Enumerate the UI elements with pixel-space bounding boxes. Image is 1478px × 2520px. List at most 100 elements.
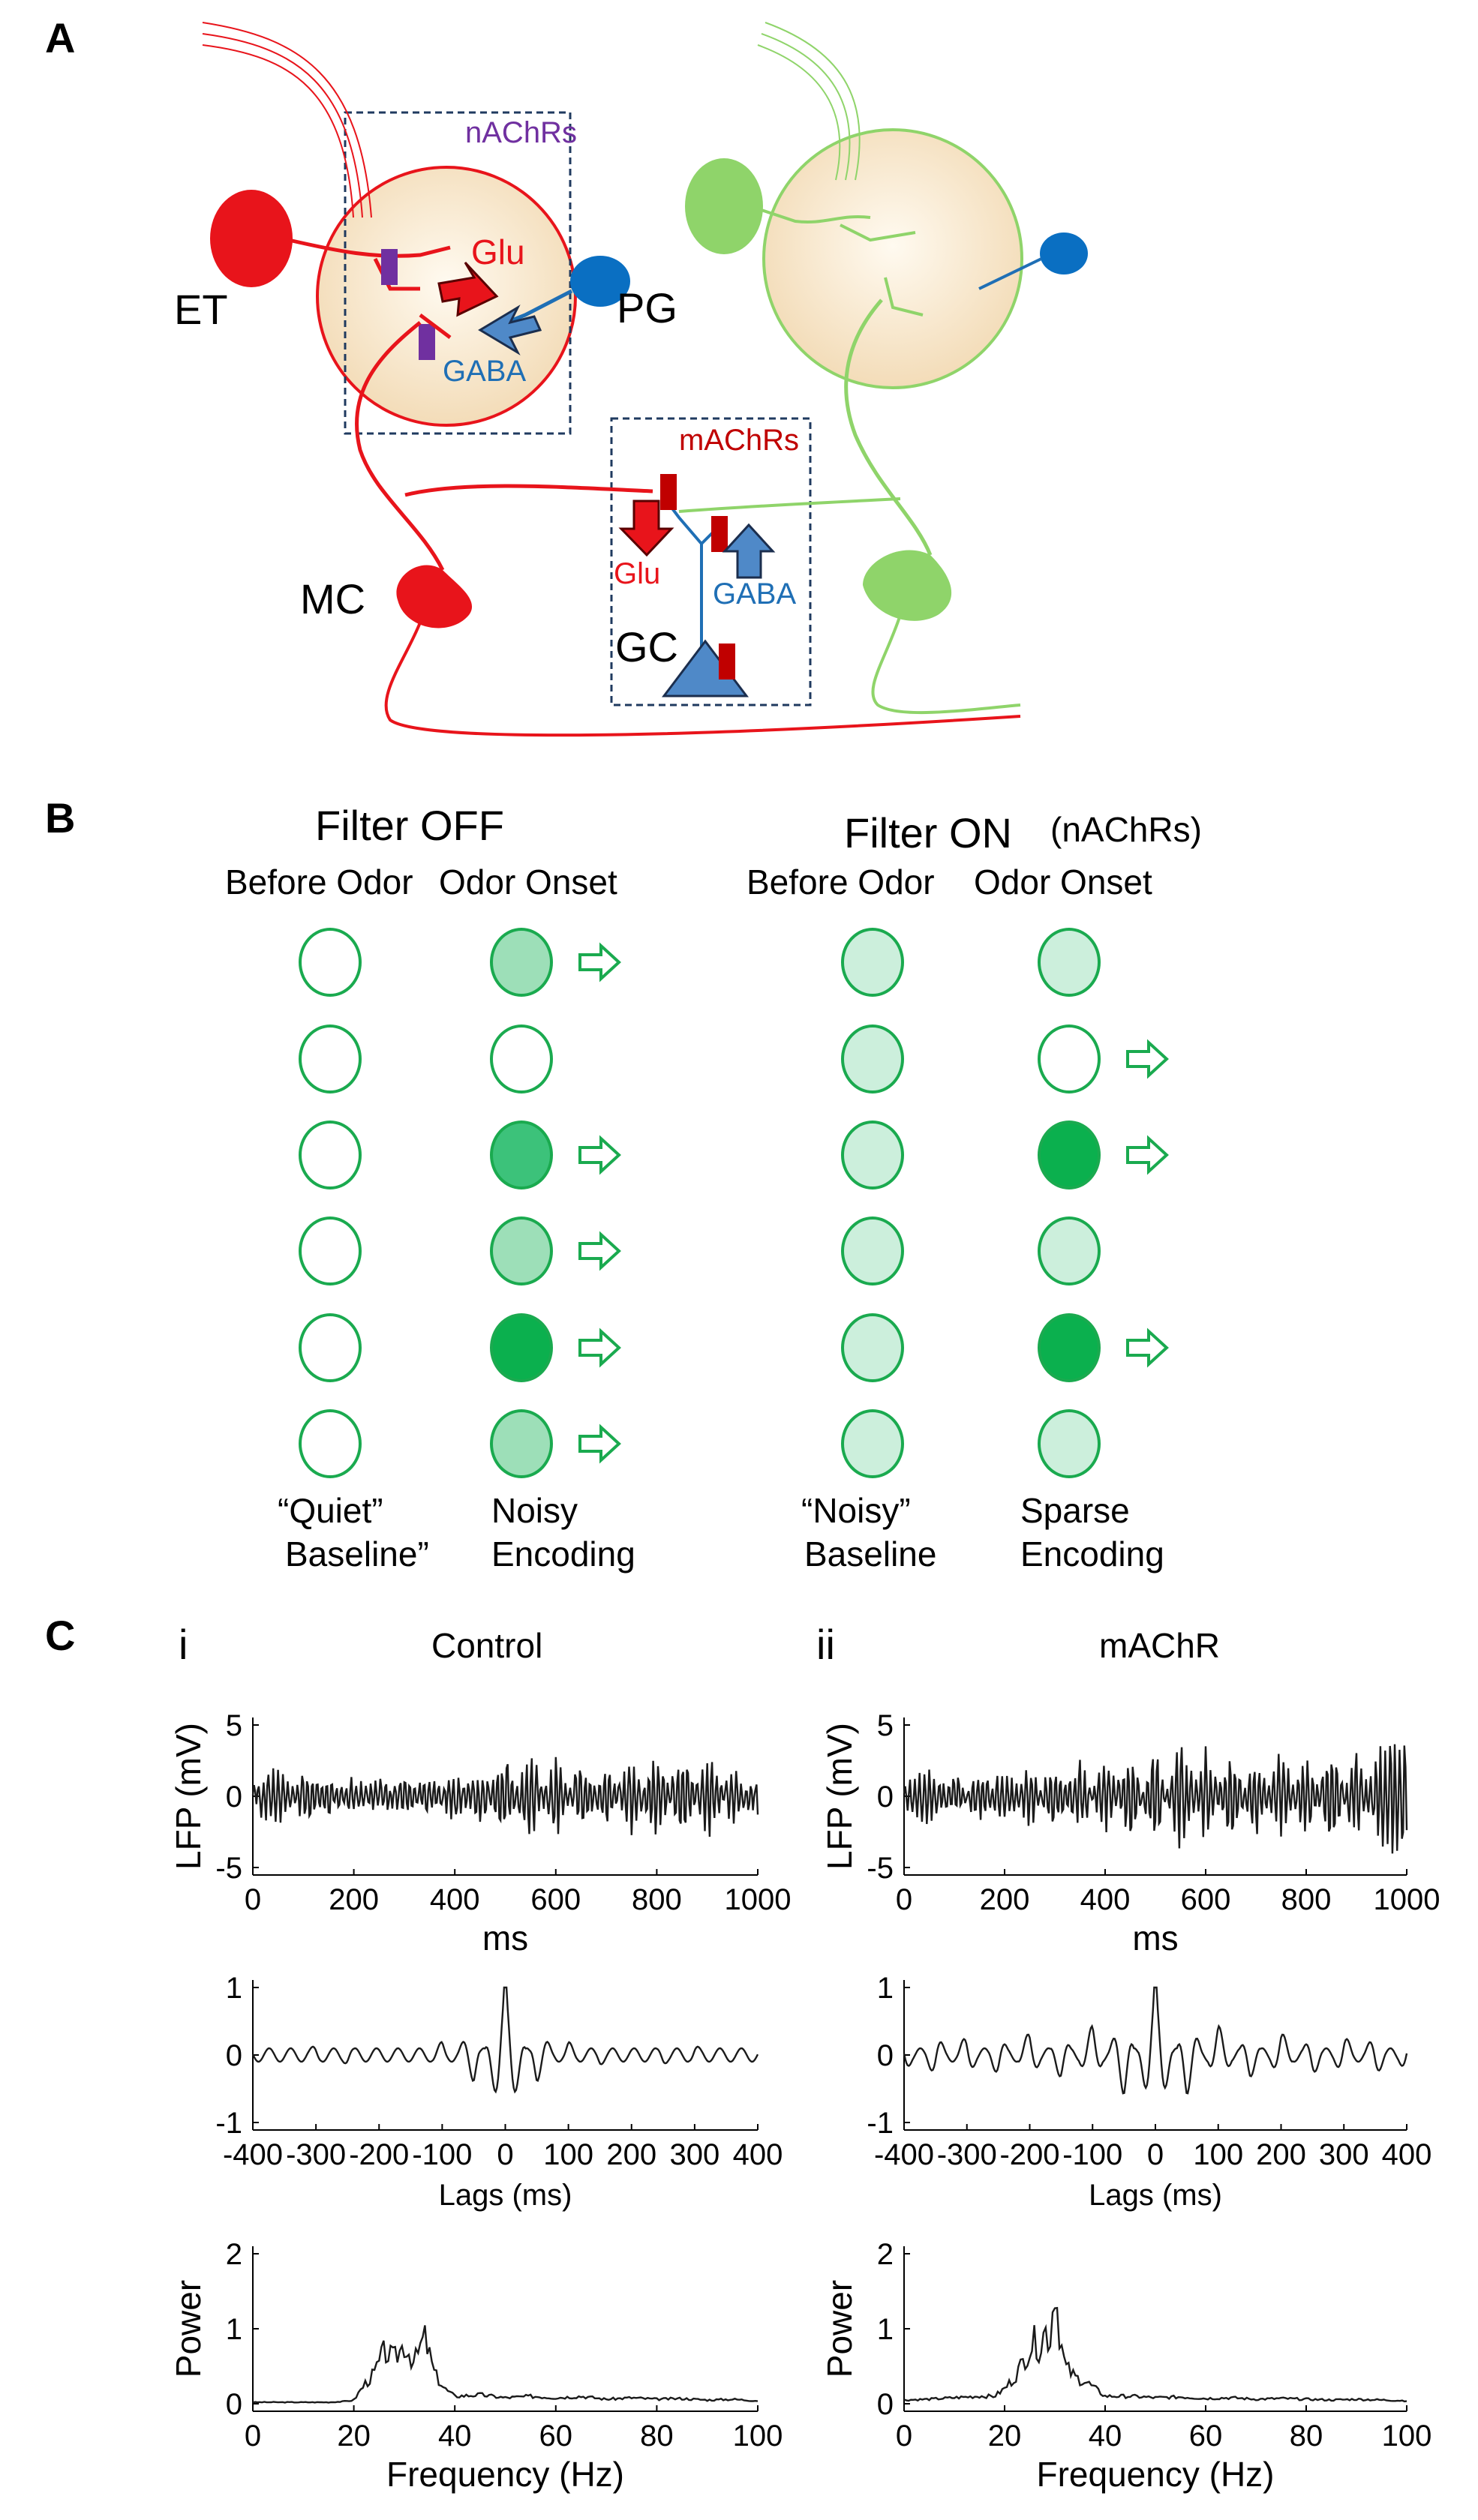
- series-line: [251, 1986, 759, 2094]
- sub-label-ii: ii: [816, 1621, 835, 1668]
- x-axis-label: Lags (ms): [439, 2179, 572, 2212]
- glu-arrow-top: [437, 261, 499, 317]
- mc-tuft: [419, 314, 452, 339]
- green-pg-cell: [1040, 232, 1088, 274]
- noisy-baseline-line2: Baseline: [804, 1534, 936, 1574]
- green-dendrite: [840, 224, 916, 242]
- pg-cell: [570, 256, 630, 307]
- x-tick-label: 40: [438, 2420, 472, 2452]
- nerve-fiber-left: [202, 22, 372, 218]
- green-mc-dendrite: [844, 298, 933, 556]
- y-tick-label: 1: [877, 1972, 894, 2005]
- quiet-baseline-line1: “Quiet”: [278, 1491, 383, 1530]
- neuron-circle: [841, 1216, 904, 1286]
- neuron-circle: [490, 1024, 553, 1094]
- x-tick-label: -100: [412, 2138, 472, 2171]
- mc-soma: [396, 565, 473, 628]
- machr-receptor: [711, 516, 728, 552]
- x-axis-label: Frequency (Hz): [1037, 2455, 1275, 2494]
- noisy-encoding-line2: Encoding: [491, 1534, 635, 1574]
- mc-label: MC: [300, 575, 365, 622]
- x-tick-label: 300: [1319, 2138, 1369, 2171]
- neuron-circle: [299, 1409, 362, 1478]
- neuron-circle: [299, 1216, 362, 1286]
- series-line: [903, 1744, 1408, 1854]
- x-tick-label: 400: [430, 1883, 480, 1916]
- sparse-encoding-line2: Encoding: [1020, 1534, 1164, 1574]
- before-odor-off: Before Odor: [225, 862, 413, 902]
- x-tick-label: 20: [988, 2420, 1022, 2452]
- output-arrow: [1126, 1039, 1169, 1079]
- neuron-circle: [490, 1313, 553, 1382]
- output-arrow: [578, 1231, 621, 1271]
- sub-label-i: i: [179, 1621, 188, 1668]
- x-tick-label: 0: [245, 2420, 261, 2452]
- neuron-circle: [299, 1313, 362, 1382]
- series-line: [251, 1756, 759, 1838]
- y-axis-label: LFP (mV): [820, 1723, 859, 1870]
- x-axis-label: Lags (ms): [1089, 2179, 1222, 2212]
- filter-off-title: Filter OFF: [315, 802, 504, 849]
- glomerulus-right: [762, 128, 1023, 389]
- sparse-encoding-line1: Sparse: [1020, 1491, 1130, 1530]
- y-tick-label: 0: [877, 1780, 894, 1814]
- panel-b-label: B: [45, 794, 75, 842]
- green-dendrite: [884, 277, 924, 316]
- series-line: [252, 2325, 759, 2404]
- odor-onset-off: Odor Onset: [439, 862, 617, 902]
- machr-receptor: [719, 644, 735, 680]
- neuron-circle: [299, 1024, 362, 1094]
- panel-a-label: A: [45, 14, 75, 62]
- x-tick-label: -300: [286, 2138, 346, 2171]
- mc-lateral-dendrite: [404, 484, 653, 497]
- x-axis-label: ms: [1132, 1918, 1178, 1958]
- x-tick-label: 600: [530, 1883, 581, 1916]
- mc-primary-dendrite: [355, 321, 445, 572]
- nerve-fiber-right: [757, 44, 841, 181]
- series-line: [903, 1986, 1408, 2095]
- y-tick-label: 5: [226, 1709, 242, 1742]
- et-dendrite-branch: [373, 257, 420, 291]
- gaba-arrow-bottom: [722, 523, 776, 579]
- y-axis-label: Power: [169, 2280, 208, 2378]
- title-machr: mAChR: [1099, 1626, 1220, 1665]
- y-tick-label: 0: [877, 2388, 894, 2421]
- neuron-circle: [299, 928, 362, 997]
- x-tick-label: -200: [999, 2138, 1059, 2171]
- y-axis-label: Power: [820, 2280, 859, 2378]
- x-tick-label: 0: [497, 2138, 513, 2171]
- y-tick-label: 1: [877, 2313, 894, 2346]
- x-tick-label: 0: [896, 2420, 912, 2452]
- nachr-box: [344, 111, 572, 435]
- x-axis-label: ms: [482, 1918, 528, 1958]
- y-tick-label: 1: [226, 1972, 242, 2005]
- output-arrow: [578, 1328, 621, 1368]
- green-et-cell: [685, 158, 763, 254]
- y-tick-label: -1: [867, 2107, 894, 2140]
- x-tick-label: -200: [349, 2138, 409, 2171]
- neuron-circle: [1038, 1409, 1101, 1478]
- x-tick-label: 400: [733, 2138, 783, 2171]
- panel-a: A Glu GABA MC: [45, 14, 1088, 737]
- machrs-label: mAChRs: [679, 424, 799, 457]
- x-tick-label: 80: [1290, 2420, 1323, 2452]
- nerve-fiber-left: [202, 33, 363, 218]
- noisy-encoding-line1: Noisy: [491, 1491, 578, 1530]
- x-tick-label: 600: [1181, 1883, 1231, 1916]
- gaba-label-top: GABA: [443, 355, 526, 388]
- panel-c-label: C: [45, 1612, 75, 1659]
- nerve-fiber-right: [761, 33, 851, 181]
- title-control: Control: [431, 1626, 542, 1665]
- x-tick-label: 100: [543, 2138, 593, 2171]
- green-pg-dendrite: [978, 257, 1042, 290]
- y-axis-label: LFP (mV): [169, 1723, 208, 1870]
- x-tick-label: 200: [980, 1883, 1030, 1916]
- x-tick-label: -400: [223, 2138, 283, 2171]
- panel-b: B Filter OFF Filter ON (nAChRs) Before O…: [45, 794, 1202, 1574]
- x-tick-label: 800: [1281, 1883, 1332, 1916]
- filter-on-note: (nAChRs): [1050, 810, 1202, 849]
- neuron-circle: [1038, 1024, 1101, 1094]
